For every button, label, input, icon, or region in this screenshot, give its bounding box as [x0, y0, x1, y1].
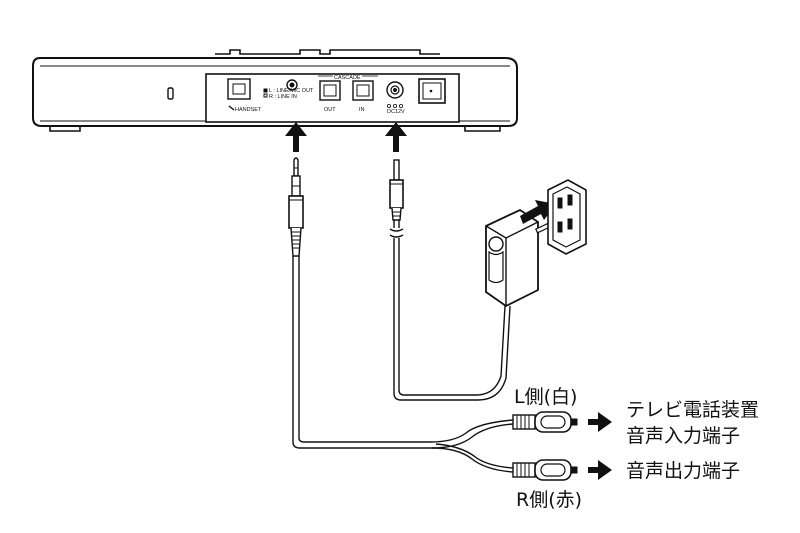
line-jack [263, 79, 298, 98]
right-channel-label: R側(赤) [516, 489, 582, 511]
mini-plug [288, 157, 304, 257]
cascade-in-label: IN [359, 107, 365, 113]
cascade-in-port [352, 80, 374, 101]
audio-cable [292, 256, 514, 473]
dc-jack [386, 81, 404, 109]
output-arrow-left [588, 412, 612, 432]
dc-plug [389, 159, 404, 221]
dc-label: DC12V [387, 109, 405, 115]
handset-jack [227, 78, 251, 111]
tv-input-label-line1: テレビ電話装置 [626, 399, 759, 421]
handset-label: HANDSET [235, 107, 262, 113]
ac-adapter [485, 204, 551, 308]
plug-in-arrow-outlet [520, 200, 556, 224]
cascade-out-label: OUT [324, 107, 336, 113]
dc-cable [389, 220, 511, 401]
left-channel-label: L側(白) [514, 386, 577, 408]
plug-in-arrow-power [385, 122, 407, 152]
line-in-label: R : LINE IN [269, 94, 297, 100]
tv-input-label-line2: 音声入力端子 [626, 425, 740, 447]
wall-outlet [547, 179, 587, 255]
power-switch [418, 78, 446, 104]
cascade-label: CASCADE [334, 75, 361, 81]
line-mic-label: L : LINE/MIC OUT [269, 88, 314, 94]
cascade-out-port [319, 80, 341, 101]
rca-plug-right [512, 459, 578, 481]
output-arrow-right [588, 460, 612, 480]
rca-plug-left [512, 411, 578, 433]
plug-in-arrow-audio [285, 122, 307, 152]
audio-output-label: 音声出力端子 [626, 460, 740, 482]
